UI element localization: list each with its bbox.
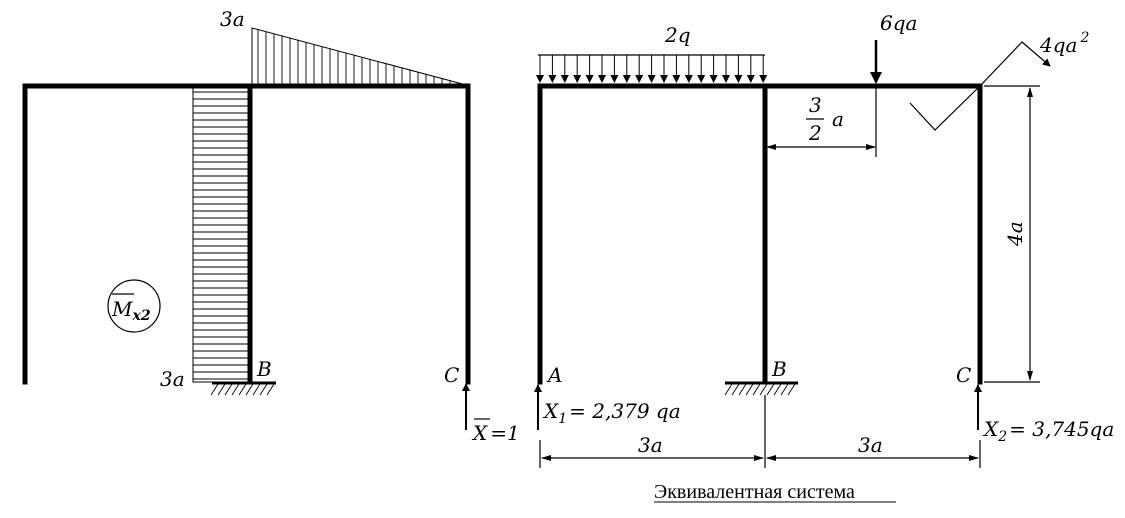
- left-point-c-label: C: [444, 363, 459, 387]
- reaction-x2-label: X2= 3,745qa: [982, 417, 1114, 445]
- right-support-b-label: B: [771, 357, 787, 381]
- support-hatch-line: [266, 383, 275, 396]
- left-moment-diagram: 3a 3a B C Mx2 X=1: [22, 7, 520, 445]
- frac-denominator: 2: [808, 121, 822, 145]
- support-hatch-line: [224, 383, 233, 396]
- span1-dim-label: 3a: [638, 433, 663, 457]
- support-hatch-line: [759, 383, 768, 396]
- support-hatch-line: [745, 383, 754, 396]
- support-hatch-line: [238, 383, 247, 396]
- beam-moment-triangle: [251, 27, 471, 87]
- support-hatch-line: [231, 383, 240, 396]
- support-hatch-line: [731, 383, 740, 396]
- support-hatch-line: [752, 383, 761, 396]
- dist-load-arrows: [536, 55, 768, 83]
- column-moment-hatch: [193, 91, 250, 380]
- support-hatch-line: [787, 383, 796, 396]
- left-support-b-hatch: [210, 383, 275, 396]
- diagram-name: Mx2: [111, 297, 151, 324]
- moment-upper-arm: [979, 41, 1051, 87]
- dist-load-label: 2q: [664, 23, 691, 47]
- point-a-label: A: [546, 363, 562, 387]
- support-hatch-line: [780, 383, 789, 396]
- right-support-b-hatch: [724, 383, 796, 396]
- left-bottom-value: 3a: [160, 367, 185, 391]
- left-support-b-label: B: [256, 357, 272, 381]
- right-frame-outline: [537, 83, 983, 385]
- support-hatch-line: [259, 383, 268, 396]
- support-hatch-line: [738, 383, 747, 396]
- beam-moment-hatch: [257, 29, 467, 86]
- frac-numerator: 3: [809, 93, 822, 117]
- left-top-value: 3a: [220, 7, 245, 31]
- moment-lower-arm: [909, 85, 981, 131]
- height-dim-label: 4a: [1003, 221, 1027, 247]
- diagram-name-circle: [107, 279, 161, 333]
- frac-unit: a: [832, 107, 844, 131]
- support-hatch-line: [724, 383, 733, 396]
- support-hatch-line: [217, 383, 226, 396]
- support-hatch-line: [773, 383, 782, 396]
- support-hatch-line: [210, 383, 219, 396]
- column-moment-area: [192, 85, 251, 383]
- support-hatch-line: [252, 383, 261, 396]
- left-frame-outline: [22, 83, 471, 385]
- right-point-c-label: C: [956, 363, 971, 387]
- caption: Эквивалентная система: [654, 481, 855, 503]
- point-load-label: 6qa: [880, 11, 917, 35]
- support-hatch-line: [766, 383, 775, 396]
- support-hatch-line: [245, 383, 254, 396]
- reaction-x1-label: X1= 2,379 qa: [542, 399, 681, 427]
- span2-dim-label: 3a: [858, 433, 883, 457]
- unit-force-label: X=1: [471, 421, 520, 445]
